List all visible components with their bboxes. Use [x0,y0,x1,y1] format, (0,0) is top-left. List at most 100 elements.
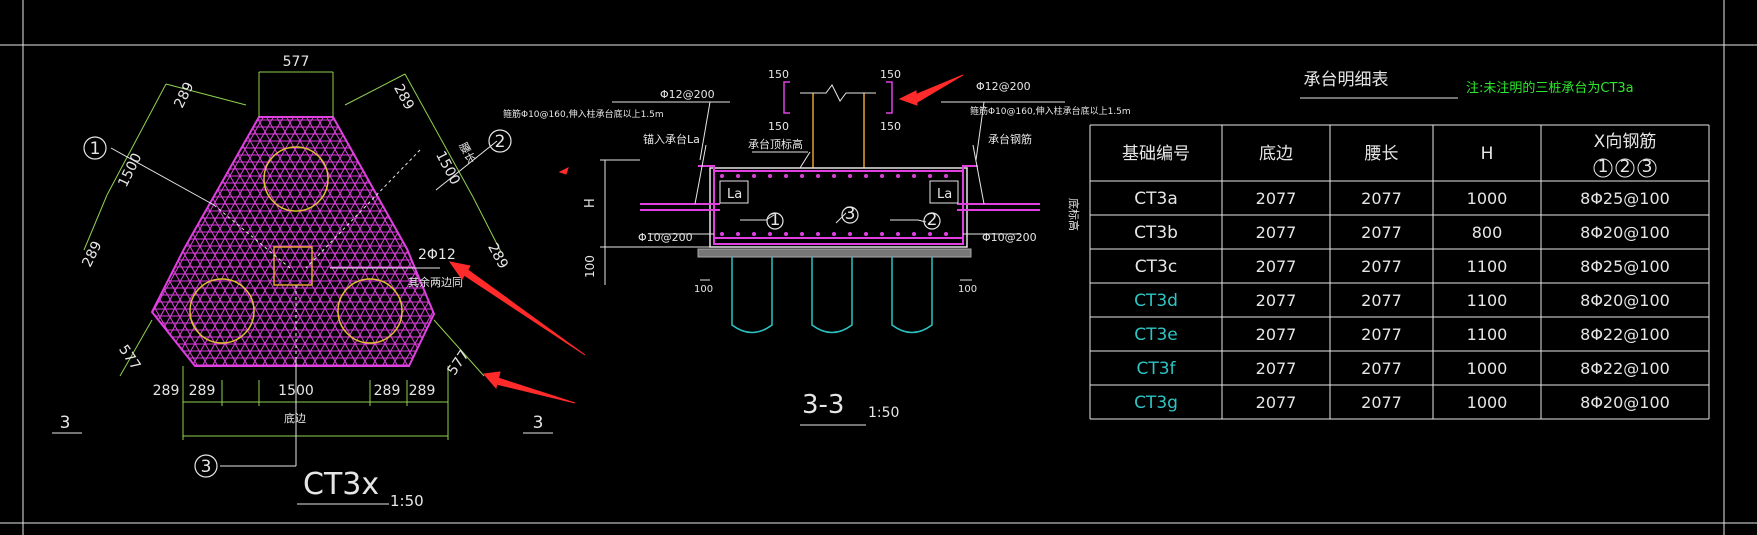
section-marker-2: 2 [927,210,938,230]
table-cell-ct3c-4: 8Φ25@100 [1580,257,1670,276]
table-cell-ct3c-2: 2077 [1361,257,1402,276]
table-cell-ct3d-3: 1100 [1467,291,1508,310]
header-marker-3: 3 [1642,157,1653,177]
marker-1-text: 1 [90,139,101,159]
table-header-0: 基础编号 [1122,144,1190,164]
anchor-right: 承台钢筋 [988,132,1032,146]
header-marker-1: 1 [1598,157,1609,177]
table-cell-ct3g-0: CT3g [1134,393,1178,413]
table-cell-ct3e-2: 2077 [1361,325,1402,344]
table-cell-ct3g-3: 1000 [1467,393,1508,412]
dim-100-left: 100 [583,255,597,278]
red-arrow-lower-head [483,371,501,390]
plan-scale: 1:50 [390,492,424,510]
marker-2-circle [488,129,512,153]
table-header-1: 底边 [1259,144,1293,164]
section-piles [731,257,933,334]
table-title: 承台明细表 [1304,70,1389,90]
stirrup-left: Φ10@200 [638,231,693,244]
la-left: La [727,187,742,202]
red-arrow-top [909,74,964,105]
annotation-arrows [448,74,964,404]
table-cell-ct3e-0: CT3e [1134,325,1178,345]
table-cell-ct3a-2: 2077 [1361,189,1402,208]
table-cell-ct3c-1: 2077 [1256,257,1297,276]
table-cell-ct3a-4: 8Φ25@100 [1580,189,1670,208]
red-tick [558,167,569,175]
red-arrow-top-head [898,90,918,106]
dim-289-right: 289 [484,241,511,272]
table-cell-ct3b-3: 800 [1472,223,1503,242]
section-marker-1: 1 [770,210,781,230]
dim-bottom-289-b: 289 [189,383,216,399]
dim-100-b: 100 [958,284,977,295]
marker-3-text: 3 [201,457,212,477]
cut-label-right: 3 [533,413,544,433]
dim-bottom-289-d: 289 [409,383,436,399]
anchor-left: 锚入承台La [643,132,700,146]
dim-100-a: 100 [694,284,713,295]
rebar-top-left: Φ12@200 [660,88,715,101]
table-cell-ct3g-2: 2077 [1361,393,1402,412]
table-header-2: 腰长 [1365,144,1399,164]
table-note: 注:未注明的三桩承台为CT3a [1466,80,1634,96]
table-cell-ct3c-0: CT3c [1135,257,1177,277]
side-label: 腰长 [456,140,478,166]
h-label: H [583,198,598,208]
section-150-a: 150 [768,68,789,81]
table-cell-ct3f-0: CT3f [1136,359,1176,379]
table-cell-ct3f-2: 2077 [1361,359,1402,378]
table-cell-ct3a-3: 1000 [1467,189,1508,208]
pile-circle-left [189,278,255,344]
section-marker-1-circle [766,212,784,230]
la-right: La [937,187,952,202]
header-marker-circle-2 [1615,158,1635,178]
column-square [273,246,313,286]
header-marker-circle-1 [1593,158,1613,178]
section-marker-3-circle [841,206,859,224]
table-cell-ct3c-3: 1100 [1467,257,1508,276]
section-150-d: 150 [880,120,901,133]
cut-label-left: 3 [60,413,71,433]
header-marker-2: 2 [1620,157,1631,177]
marker-2-text: 2 [495,132,506,152]
section-3-3-view: 150 150 150 150 Φ12@200 Φ12@200 箍筋Φ10@16… [503,68,1131,426]
header-marker-circle-3 [1637,158,1657,178]
section-rebar [640,165,1040,245]
stirrup-right: Φ10@200 [982,231,1037,244]
dim-bottom-1500: 1500 [278,383,314,399]
table-cell-ct3b-1: 2077 [1256,223,1297,242]
slab-top-label: 承台顶标高 [748,137,803,151]
table-cell-ct3b-2: 2077 [1361,223,1402,242]
dim-577-left: 577 [115,342,143,373]
table-cell-ct3f-1: 2077 [1256,359,1297,378]
dim-bottom-289-c: 289 [374,383,401,399]
table-cell-ct3d-1: 2077 [1256,291,1297,310]
section-150-b: 150 [880,68,901,81]
dim-577-right: 577 [445,347,473,378]
table-cell-ct3f-3: 1000 [1467,359,1508,378]
dim-top: 577 [283,54,310,70]
dim-289-top-left: 289 [171,80,197,111]
table-cell-ct3e-4: 8Φ22@100 [1580,325,1670,344]
note-right: 箍筋Φ10@160,伸入柱承台底以上1.5m [970,105,1131,117]
table-cell-ct3e-3: 1100 [1467,325,1508,344]
pile-cap-outline [150,116,436,367]
section-scale: 1:50 [868,405,899,421]
plan-title: CT3x [303,467,379,502]
table-cell-ct3b-4: 8Φ20@100 [1580,223,1670,242]
rebar-note: 其余两边同 [408,275,463,289]
table-cell-ct3g-1: 2077 [1256,393,1297,412]
section-150-c: 150 [768,120,789,133]
rebar-label: 2Φ12 [418,247,456,263]
table-cell-ct3b-0: CT3b [1134,223,1178,243]
table-cell-ct3a-1: 2077 [1256,189,1297,208]
dim-289-top-right: 289 [390,82,417,113]
section-title: 3-3 [802,390,844,420]
section-marker-3: 3 [845,204,856,224]
pile-circle-right [337,278,403,344]
right-side-label: 底标高 [1067,198,1081,231]
table-cell-ct3d-0: CT3d [1134,291,1178,311]
